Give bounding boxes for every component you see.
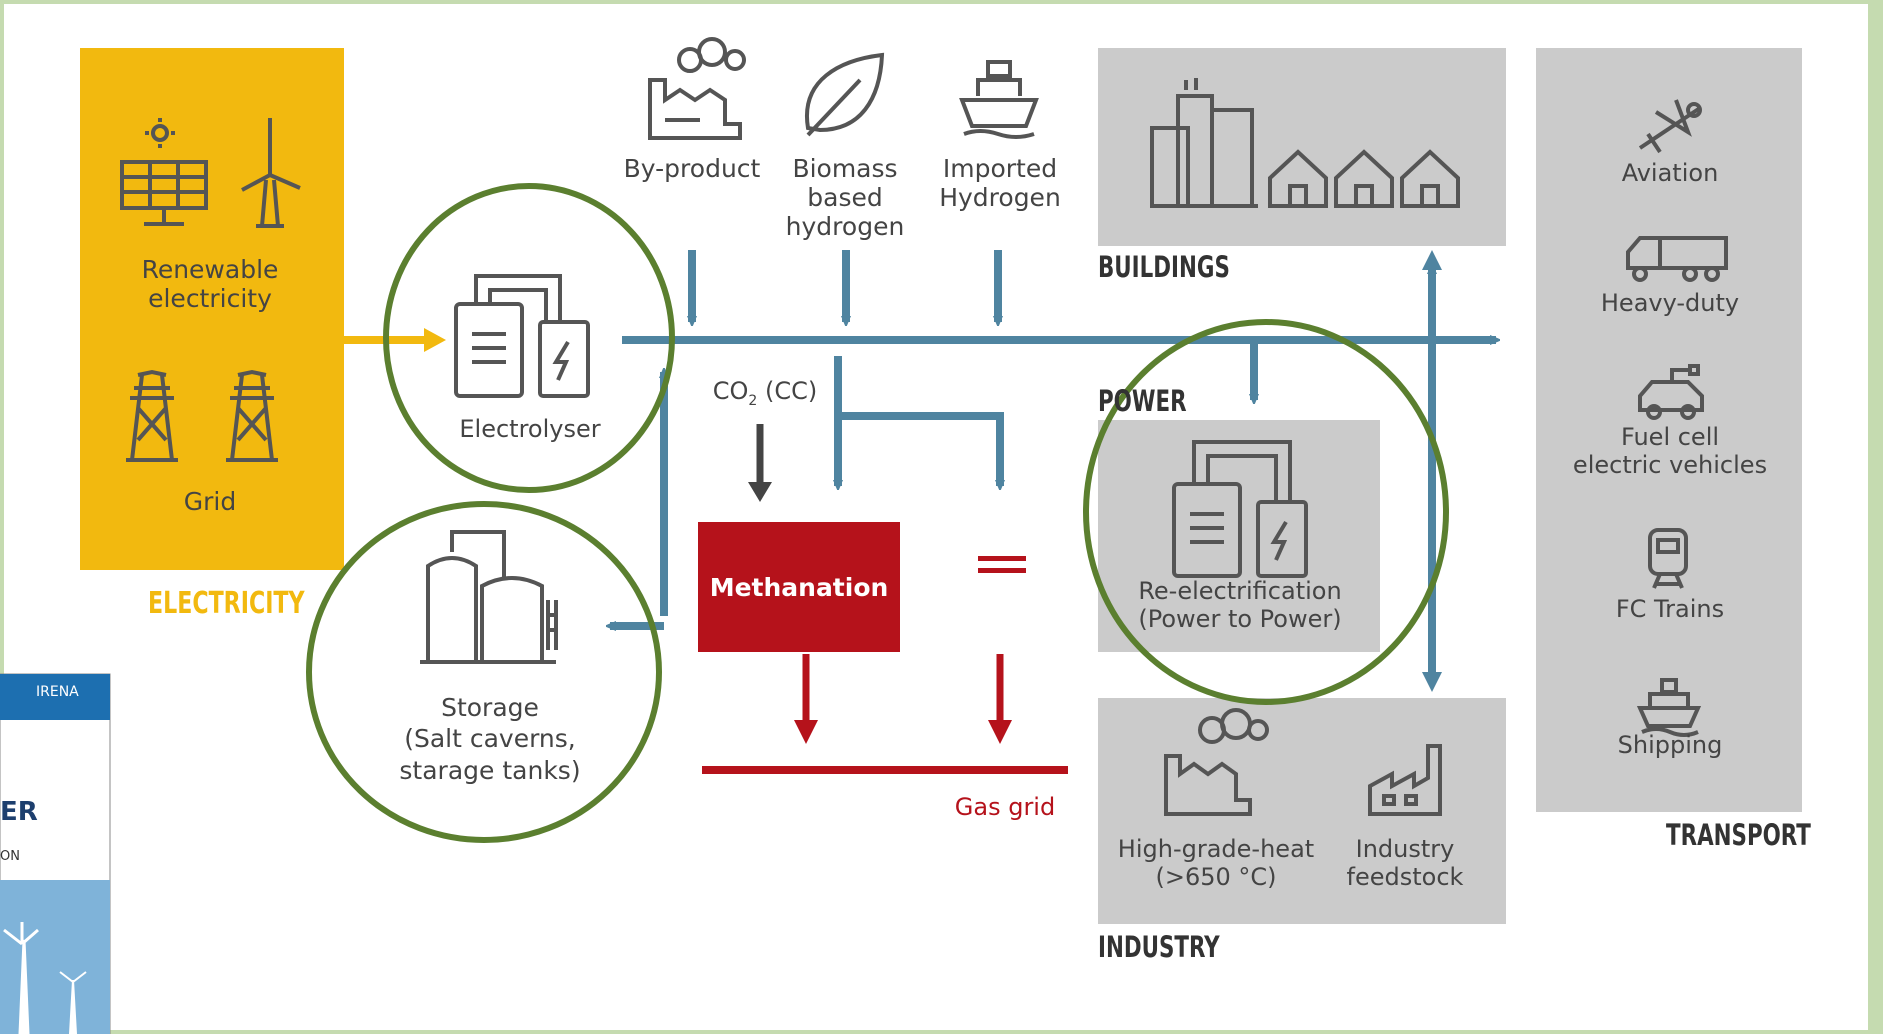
highlight-storage — [306, 501, 662, 843]
train-icon — [1648, 528, 1688, 589]
storage-tanks-icon — [420, 530, 558, 664]
shipping-label: Shipping — [1617, 731, 1723, 759]
house-icon — [1268, 149, 1460, 208]
methanation-box: Methanation — [698, 522, 900, 652]
renewable-electricity-label: Renewable electricity — [141, 255, 279, 313]
reelectrification-label: Re-electrification (Power to Power) — [1138, 577, 1342, 633]
truck-icon — [1626, 236, 1728, 282]
reelectrification-icon — [1172, 440, 1308, 578]
methanation-label: Methanation — [709, 573, 889, 602]
transport-panel — [1536, 48, 1802, 812]
solar-panel-icon — [120, 118, 208, 226]
highlight-reelectrification — [1083, 319, 1449, 705]
leaf-icon — [804, 52, 885, 137]
section-electricity: ELECTRICITY — [148, 586, 305, 621]
fc-trains-label: FC Trains — [1615, 595, 1725, 623]
co2-label: CO2 (CC) — [712, 377, 818, 409]
electrolyser-label: Electrolyser — [459, 415, 601, 443]
gas-grid-arrows — [702, 654, 1068, 774]
thumbnail-title-fragment: ER — [0, 797, 38, 827]
thumbnail-brand: IRENA — [36, 684, 79, 700]
storage-label: Storage (Salt caverns, starage tanks) — [399, 693, 581, 785]
blending-label: Blending — [939, 609, 1065, 638]
city-buildings-icon — [1150, 78, 1258, 208]
buildings-panel — [1098, 48, 1506, 246]
cargo-ship-icon — [1636, 678, 1702, 737]
section-industry: INDUSTRY — [1098, 930, 1220, 964]
highlight-electrolyser — [383, 183, 675, 493]
industry-feedstock-label: Industry feedstock — [1346, 835, 1464, 891]
blending-icon — [974, 538, 1030, 594]
section-power: POWER — [1098, 384, 1187, 418]
byproduct-label: By-product — [623, 154, 761, 183]
heavy-duty-label: Heavy-duty — [1600, 289, 1740, 317]
blending-box: Blending — [932, 522, 1072, 652]
fuel-cell-car-icon — [1638, 364, 1704, 420]
report-cover-thumbnail — [0, 673, 111, 1034]
industry-factory-icon — [1164, 708, 1269, 816]
airplane-icon — [1638, 99, 1702, 154]
electricity-panel — [80, 48, 344, 570]
biomass-label: Biomass based hydrogen — [785, 154, 905, 241]
electrolyser-icon — [454, 274, 590, 398]
aviation-label: Aviation — [1621, 159, 1719, 187]
wind-turbine-icon — [241, 118, 301, 228]
gas-grid-label: Gas grid — [954, 793, 1056, 821]
thumbnail-subtitle-fragment: ON — [0, 849, 20, 864]
electricity-arrow — [344, 328, 446, 352]
factory-icon — [648, 37, 746, 140]
high-grade-heat-label: High-grade-heat (>650 °C) — [1117, 835, 1315, 891]
imported-hydrogen-label: Imported Hydrogen — [939, 154, 1061, 212]
transmission-tower-icon — [126, 369, 278, 462]
highlight-circles — [306, 183, 1449, 843]
section-buildings: BUILDINGS — [1098, 250, 1230, 284]
ship-icon — [959, 60, 1039, 139]
grid-label: Grid — [183, 487, 237, 516]
feedstock-plant-icon — [1368, 744, 1442, 816]
section-transport: TRANSPORT — [1666, 818, 1811, 852]
co2-arrow — [748, 424, 772, 502]
fcev-label: Fuel cell electric vehicles — [1572, 423, 1768, 479]
hydrogen-flow-arrows — [610, 250, 1496, 680]
